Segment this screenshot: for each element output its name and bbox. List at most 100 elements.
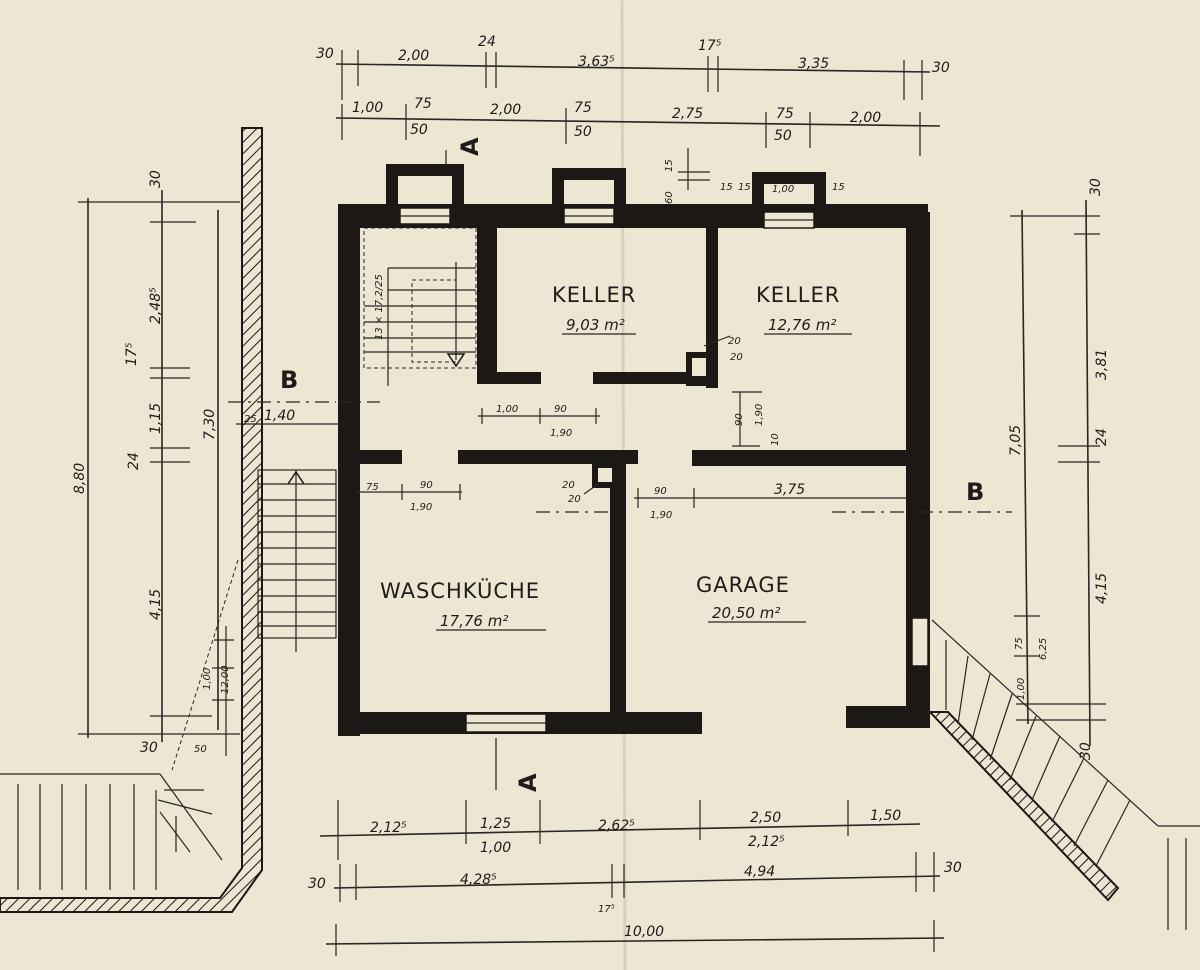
dim-int-4: 20: [728, 336, 741, 347]
dim-right-5: 7,05: [1008, 425, 1024, 456]
dim-bot-4: 2,62⁵: [598, 818, 635, 834]
exterior-stairs: [257, 469, 337, 652]
room-garage-area: 20,50 m²: [712, 604, 780, 622]
dim-chim-5: 1,00: [772, 184, 794, 195]
dim-bot-8: 30: [308, 876, 326, 892]
dim-top2-4: 2,00: [490, 102, 521, 118]
dim-top2-2: 75: [414, 96, 432, 112]
ramp: [931, 619, 1200, 930]
retaining-wall-left: [0, 127, 263, 913]
dim-chim-3: 60: [664, 191, 675, 204]
dim-int-12: 20: [562, 480, 575, 491]
dim-bot-2: 1,25: [480, 816, 511, 832]
ramp-wall-right: [927, 711, 1120, 902]
dim-top-5: 17⁵: [698, 38, 722, 54]
dim-int-1: 1,00: [496, 404, 518, 415]
walls: [338, 204, 930, 736]
dim-left-4: 1,15: [148, 403, 164, 434]
dim-int-6: 90: [734, 413, 745, 426]
dim-bot-6: 2,12⁵: [748, 834, 785, 850]
dim-right-2: 3,81: [1094, 349, 1110, 380]
stair-label: 13 × 17,2/25: [374, 274, 385, 340]
top-dimension-lines: [335, 50, 941, 190]
dim-left-3: 17⁵: [124, 342, 140, 366]
dim-bot-13: 10,00: [624, 924, 664, 940]
dim-chim-4: 15: [738, 182, 751, 193]
corridor-wall-left: [350, 450, 402, 464]
dim-top-7: 30: [932, 60, 950, 76]
dim-bot-11: 30: [944, 860, 962, 876]
dim-int-16: 1,90: [650, 510, 672, 521]
dim-left-6: 4,15: [148, 589, 164, 620]
dim-top-1: 30: [316, 46, 334, 62]
room-keller-1-area: 9,03 m²: [566, 316, 625, 334]
dim-top2-8: 75: [776, 106, 794, 122]
dim-left-11: 25: [244, 414, 257, 425]
dim-right-3: 24: [1094, 428, 1110, 446]
dim-right-1: 30: [1088, 178, 1104, 196]
dim-left-14: 50: [194, 744, 207, 755]
dim-bot-10: 4,94: [744, 864, 775, 880]
dim-top2-1: 1,00: [352, 100, 383, 116]
dim-top2-10: 2,00: [850, 110, 881, 126]
dim-top2-6: 50: [574, 124, 592, 140]
room-keller-2-area: 12,76 m²: [768, 316, 836, 334]
dim-chim-2: 15: [720, 182, 733, 193]
dim-bot-7: 1,50: [870, 808, 901, 824]
dim-int-3: 1,90: [550, 428, 572, 439]
dim-int-11: 1,90: [410, 502, 432, 513]
dim-left-7: 7,30: [202, 409, 218, 440]
right-dimension-lines: [1010, 199, 1106, 747]
dim-int-15: 3,75: [774, 482, 805, 498]
light-wells: [386, 164, 929, 733]
interior-dimension-lines: [356, 335, 908, 508]
dim-right-4: 4,15: [1094, 573, 1110, 604]
dim-left-8: 8,80: [72, 463, 88, 494]
section-a-top: A: [456, 137, 484, 156]
dim-int-13: 20: [568, 494, 581, 505]
dim-top2-7: 2,75: [672, 106, 703, 122]
wasch-garage-wall: [610, 460, 626, 716]
dim-left-5: 24: [126, 452, 142, 470]
left-dimension-lines: [78, 190, 340, 756]
room-keller-2-name: KELLER: [756, 283, 840, 307]
section-a-bottom: A: [514, 773, 542, 792]
dim-int-5: 20: [730, 352, 743, 363]
dim-left-2: 2,48⁵: [148, 287, 164, 324]
dim-int-14: 90: [654, 486, 667, 497]
keller-keller-wall: [706, 228, 718, 388]
bottom-dimension-lines: [319, 800, 945, 956]
dim-int-9: 75: [366, 482, 379, 493]
stair-fan: [0, 773, 223, 890]
corridor-wall-mid: [458, 450, 638, 464]
dim-chim-6: 15: [832, 182, 845, 193]
dim-right-6: 75: [1014, 637, 1025, 650]
dim-bot-1: 2,12⁵: [370, 820, 407, 836]
dim-left-12: 1,00: [202, 668, 213, 690]
west-wall: [338, 204, 360, 736]
room-waschkueche-name: WASCHKÜCHE: [380, 578, 540, 603]
dim-top2-3: 50: [410, 122, 428, 138]
dim-left-9: 30: [140, 740, 158, 756]
dim-chim-1: 15: [664, 159, 675, 172]
dim-int-8: 10: [770, 433, 781, 446]
stair-keller-wall: [477, 228, 497, 380]
dim-right-7: 6,25: [1038, 638, 1049, 660]
dim-left-10: 1,40: [264, 408, 295, 424]
dim-bot-5: 2,50: [750, 810, 781, 826]
corridor-wall-right: [692, 450, 906, 466]
dim-top-3: 24: [478, 34, 496, 50]
dim-bot-12: 17⁵: [598, 904, 615, 915]
keller1-south-left: [477, 372, 541, 384]
dim-left-13: 12,00: [220, 665, 231, 694]
dim-top-6: 3,35: [798, 56, 829, 72]
dim-top-2: 2,00: [398, 48, 429, 64]
dim-int-7: 1,90: [754, 404, 765, 426]
dim-int-2: 90: [554, 404, 567, 415]
dim-right-8: 1,00: [1016, 678, 1027, 700]
south-wall-right: [846, 706, 930, 728]
room-garage-name: GARAGE: [696, 573, 790, 597]
dim-top2-9: 50: [774, 128, 792, 144]
